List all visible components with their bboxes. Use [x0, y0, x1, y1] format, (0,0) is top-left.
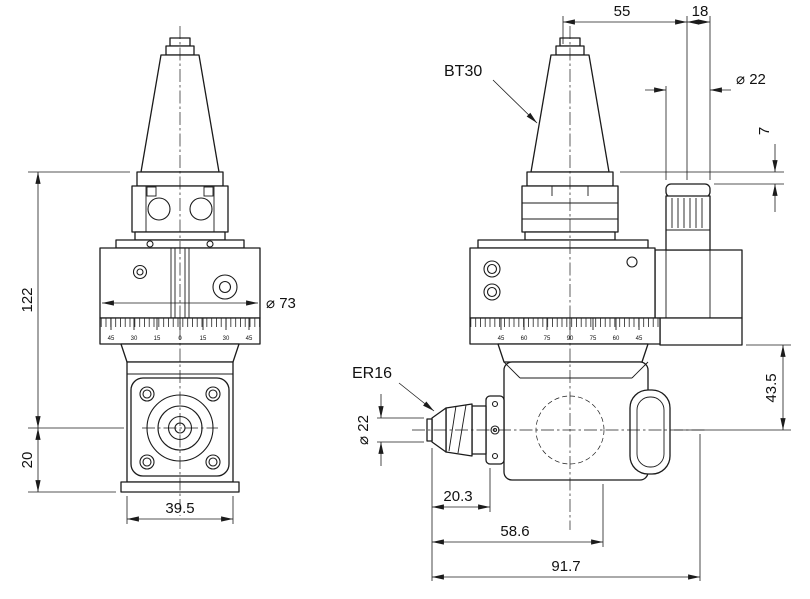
dim-knob-dia22-label: ⌀ 22	[736, 71, 766, 88]
dim-dia73-label: ⌀ 73	[266, 295, 296, 312]
dim-43-5: 43.5	[674, 344, 791, 431]
front-scale-number: 45	[108, 336, 115, 342]
bt30-label: BT30	[444, 63, 482, 80]
dim-7-label: 7	[756, 127, 773, 135]
front-scale-number: 30	[223, 336, 230, 342]
side-scale-number: 75	[590, 336, 597, 342]
dim-122: 122	[19, 171, 130, 429]
side-adjust-knob	[665, 183, 711, 251]
dim-7: 7	[620, 127, 784, 212]
dim-18: 18	[687, 3, 711, 180]
side-angle-head-housing	[497, 343, 671, 481]
dim-39-5: 39.5	[126, 496, 234, 524]
callout-er16: ER16	[352, 365, 435, 412]
front-body	[99, 239, 261, 319]
dim-55: 55	[562, 3, 688, 180]
side-arm	[654, 249, 743, 346]
dim-55-label: 55	[614, 3, 631, 20]
dim-91-7-label: 91.7	[551, 558, 580, 575]
front-scale-number: 15	[200, 336, 207, 342]
side-scale-ring: 45 60 75 90 75 60 45	[469, 317, 661, 345]
dim-20: 20	[19, 428, 116, 493]
dim-91-7: 91.7	[432, 434, 701, 581]
side-scale-number: 60	[613, 336, 620, 342]
side-scale-number: 75	[544, 336, 551, 342]
dim-knob-dia22: ⌀ 22	[645, 71, 766, 180]
front-scale-number: 15	[154, 336, 161, 342]
dim-122-label: 122	[19, 287, 36, 312]
side-scale-number: 45	[498, 336, 505, 342]
front-view: 45 30 15 0 15 30 45	[99, 26, 261, 516]
dim-58-6: 58.6	[432, 484, 604, 547]
dim-18-label: 18	[692, 3, 709, 20]
front-scale-number: 30	[131, 336, 138, 342]
side-view: 45 60 75 90 75 60 45	[412, 26, 743, 530]
dim-dia73: ⌀ 73	[102, 295, 296, 312]
dim-20-label: 20	[19, 452, 36, 469]
side-body	[469, 239, 656, 319]
dim-58-6-label: 58.6	[500, 523, 529, 540]
front-scale-number: 45	[246, 336, 253, 342]
dim-43-5-label: 43.5	[763, 373, 780, 402]
dim-collet-dia22: ⌀ 22	[355, 394, 424, 466]
dim-20-3-label: 20.3	[443, 488, 472, 505]
er16-label: ER16	[352, 365, 392, 382]
callout-bt30: BT30	[444, 63, 538, 124]
dim-39-5-label: 39.5	[165, 500, 194, 517]
side-scale-number: 45	[636, 336, 643, 342]
dim-20-3: 20.3	[431, 448, 491, 581]
side-scale-number: 60	[521, 336, 528, 342]
dim-collet-dia22-label: ⌀ 22	[355, 415, 372, 445]
